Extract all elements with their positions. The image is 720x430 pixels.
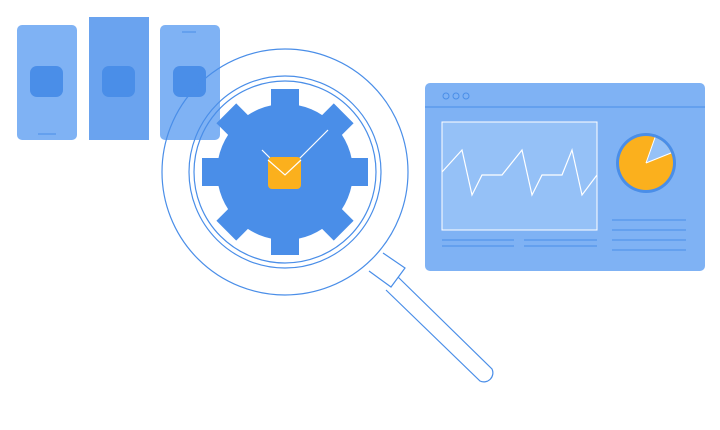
device-group	[17, 17, 220, 140]
app-icon	[173, 66, 206, 97]
app-icon	[102, 66, 135, 97]
tablet-device-middle	[89, 17, 149, 140]
text-lines-left	[442, 239, 597, 247]
phone-device-left	[17, 25, 77, 140]
app-icon	[30, 66, 63, 97]
pie-chart-icon	[616, 133, 676, 193]
text-lines-right	[612, 219, 686, 251]
envelope-icon	[261, 129, 329, 189]
dashboard-window	[425, 83, 705, 271]
window-dots	[442, 92, 470, 100]
magnifying-glass-icon	[161, 48, 494, 383]
line-chart-icon	[441, 121, 598, 231]
phone-device-right	[160, 25, 220, 140]
